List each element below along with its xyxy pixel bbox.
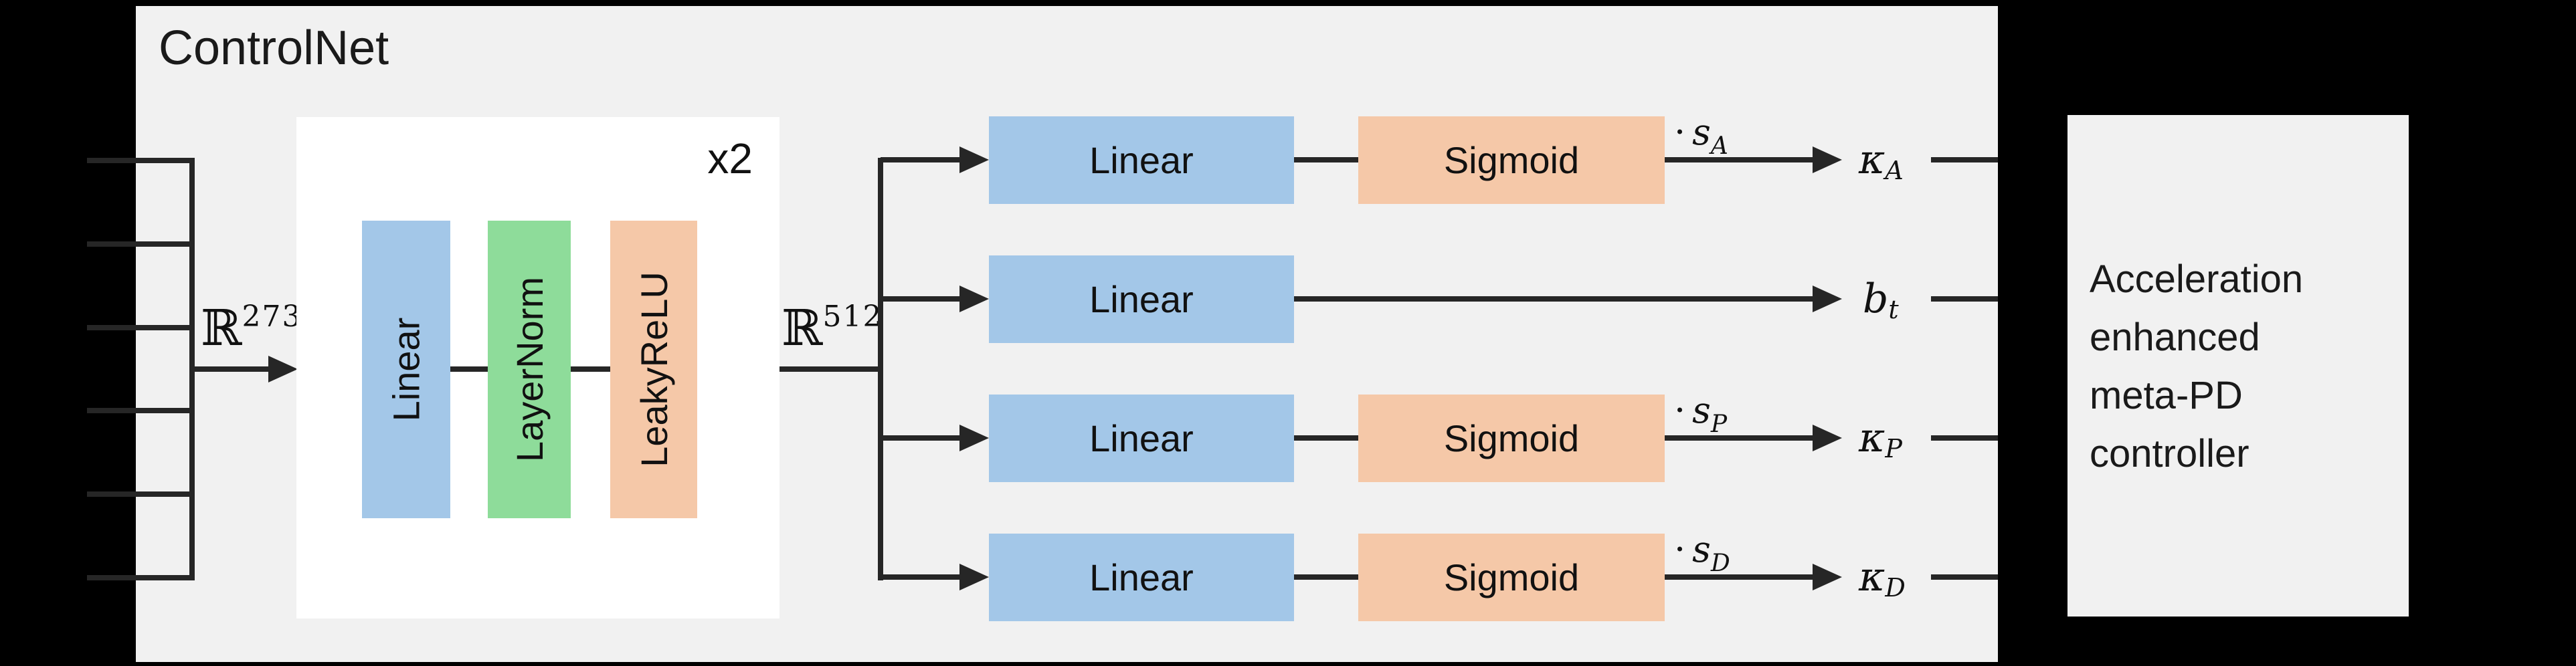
branch-arrow-head — [959, 425, 989, 451]
head-connector-line — [1294, 157, 1358, 162]
controller-label-line: controller — [2090, 432, 2249, 475]
output-tail-line — [1931, 296, 1998, 302]
scale-symbol: s — [1692, 528, 1711, 570]
branch-arrow-line — [881, 157, 959, 162]
head-connector-line — [1294, 435, 1358, 441]
diagram-title: ControlNet — [159, 21, 389, 75]
output-symbol: κ — [1859, 136, 1885, 183]
mlp-connector-line — [571, 366, 610, 372]
scale-factor-label: ·sA — [1674, 111, 1728, 160]
output-subscript: D — [1885, 573, 1906, 602]
input-tick-line — [87, 241, 195, 247]
controller-label-line: meta-PD — [2090, 374, 2243, 417]
mlp-layernorm-block: LayerNorm — [488, 221, 571, 518]
output-subscript: P — [1885, 434, 1902, 463]
branch-arrow-line — [881, 296, 959, 302]
scale-subscript: A — [1710, 132, 1728, 160]
controller-box — [2067, 115, 2409, 617]
head-output-arrow-line — [1294, 296, 1813, 302]
output-subscript: t — [1888, 295, 1899, 324]
branch-bus-line — [878, 158, 883, 580]
output-symbol: κ — [1859, 554, 1885, 600]
branch-arrow-head — [959, 286, 989, 312]
branch-arrow-line — [881, 574, 959, 580]
repeat-count-label: x2 — [707, 134, 753, 183]
head-sigmoid-label: Sigmoid — [1443, 556, 1580, 598]
output-tail-line — [1931, 157, 1998, 162]
output-subscript: A — [1885, 156, 1904, 185]
head-sigmoid-block: Sigmoid — [1358, 534, 1665, 621]
input-dim-superscript: 273 — [242, 300, 302, 334]
head-output-arrow-head — [1813, 286, 1842, 312]
multiply-dot: · — [1674, 528, 1686, 570]
mlp-layernorm-label: LayerNorm — [508, 277, 551, 462]
controller-label: Acceleration enhanced meta-PD controller — [2090, 250, 2303, 483]
hidden-dim-base: ℝ — [781, 300, 823, 357]
head-sigmoid-label: Sigmoid — [1443, 417, 1580, 459]
scale-subscript: P — [1710, 411, 1728, 438]
head-connector-line — [1294, 574, 1358, 580]
branch-arrow-line — [881, 435, 959, 441]
mlp-linear-block: Linear — [362, 221, 450, 518]
input-bus-line — [189, 158, 195, 580]
multiply-dot: · — [1674, 111, 1686, 153]
input-tick-line — [87, 408, 195, 413]
controller-label-line: Acceleration — [2090, 257, 2304, 301]
head-sigmoid-block: Sigmoid — [1358, 395, 1665, 482]
scale-symbol: s — [1692, 389, 1711, 431]
head-sigmoid-block: Sigmoid — [1358, 116, 1665, 204]
head-linear-label: Linear — [1089, 556, 1194, 598]
hidden-dim-label: ℝ512 — [781, 300, 883, 364]
output-tail-line — [1931, 574, 1998, 580]
input-tick-line — [87, 575, 195, 580]
head-linear-label: Linear — [1089, 278, 1194, 320]
scale-subscript: D — [1710, 550, 1730, 577]
input-arrow-line — [195, 366, 268, 372]
output-symbol: κ — [1859, 415, 1885, 461]
head-linear-label: Linear — [1089, 417, 1194, 459]
mlp-leakyrelu-label: LeakyReLU — [632, 271, 675, 467]
branch-arrow-head — [959, 564, 989, 590]
head-linear-label: Linear — [1089, 139, 1194, 181]
scale-factor-label: ·sD — [1674, 528, 1730, 577]
input-tick-line — [87, 325, 195, 330]
head-output-arrow-head — [1813, 564, 1842, 590]
scale-factor-label: ·sP — [1674, 389, 1727, 438]
head-linear-block: Linear — [989, 395, 1294, 482]
head-linear-block: Linear — [989, 534, 1294, 621]
mlp-linear-label: Linear — [385, 317, 428, 422]
head-output-arrow-line — [1665, 574, 1813, 580]
head-output-arrow-head — [1813, 146, 1842, 173]
controller-label-line: enhanced — [2090, 316, 2260, 359]
input-dim-label: ℝ273 — [201, 300, 302, 364]
multiply-dot: · — [1674, 389, 1686, 431]
input-tick-line — [87, 491, 195, 497]
output-symbol: b — [1863, 275, 1889, 322]
mlp-leakyrelu-block: LeakyReLU — [610, 221, 697, 518]
hidden-line — [779, 366, 881, 372]
head-linear-block: Linear — [989, 255, 1294, 343]
head-linear-block: Linear — [989, 116, 1294, 204]
head-output-arrow-line — [1665, 435, 1813, 441]
head-sigmoid-label: Sigmoid — [1443, 139, 1580, 181]
input-arrow-head — [268, 356, 298, 382]
input-dim-base: ℝ — [201, 300, 242, 357]
scale-symbol: s — [1692, 111, 1711, 153]
input-tick-line — [87, 158, 195, 163]
output-tail-line — [1931, 435, 1998, 441]
mlp-connector-line — [450, 366, 488, 372]
hidden-dim-superscript: 512 — [822, 300, 883, 334]
head-output-arrow-line — [1665, 157, 1813, 162]
branch-arrow-head — [959, 146, 989, 173]
head-output-arrow-head — [1813, 425, 1842, 451]
